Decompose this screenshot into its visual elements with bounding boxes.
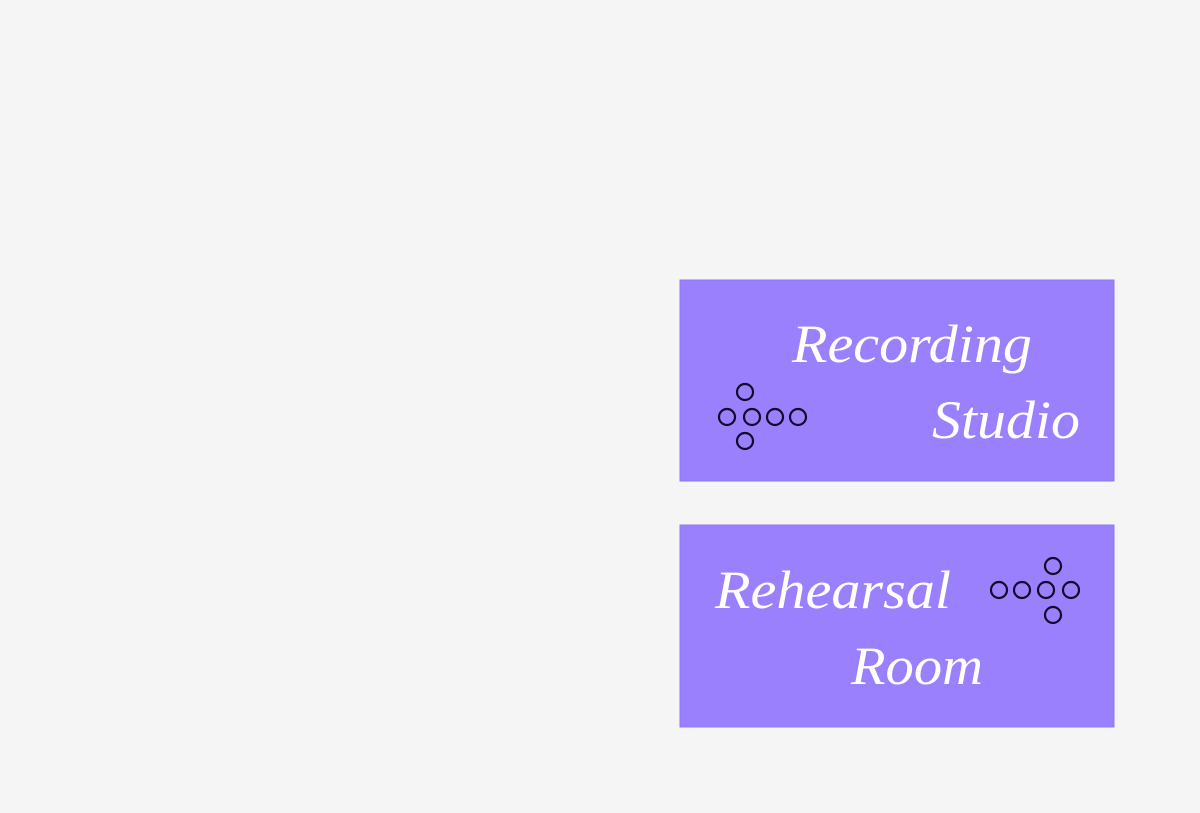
sign-label-line2: Room <box>850 636 983 696</box>
sign-recording-studio: Recording Studio <box>679 279 1115 482</box>
sign-label-line1: Rehearsal <box>714 560 951 620</box>
sign-panel <box>679 279 1115 482</box>
sign-panel <box>679 524 1115 728</box>
arrow-right-dots-icon <box>989 556 1081 625</box>
sign-rehearsal-room: Rehearsal Room <box>679 524 1115 728</box>
sign-label-line1: Recording <box>791 314 1032 374</box>
arrow-left-dots-icon <box>717 382 808 451</box>
sign-label-line2: Studio <box>932 390 1080 450</box>
